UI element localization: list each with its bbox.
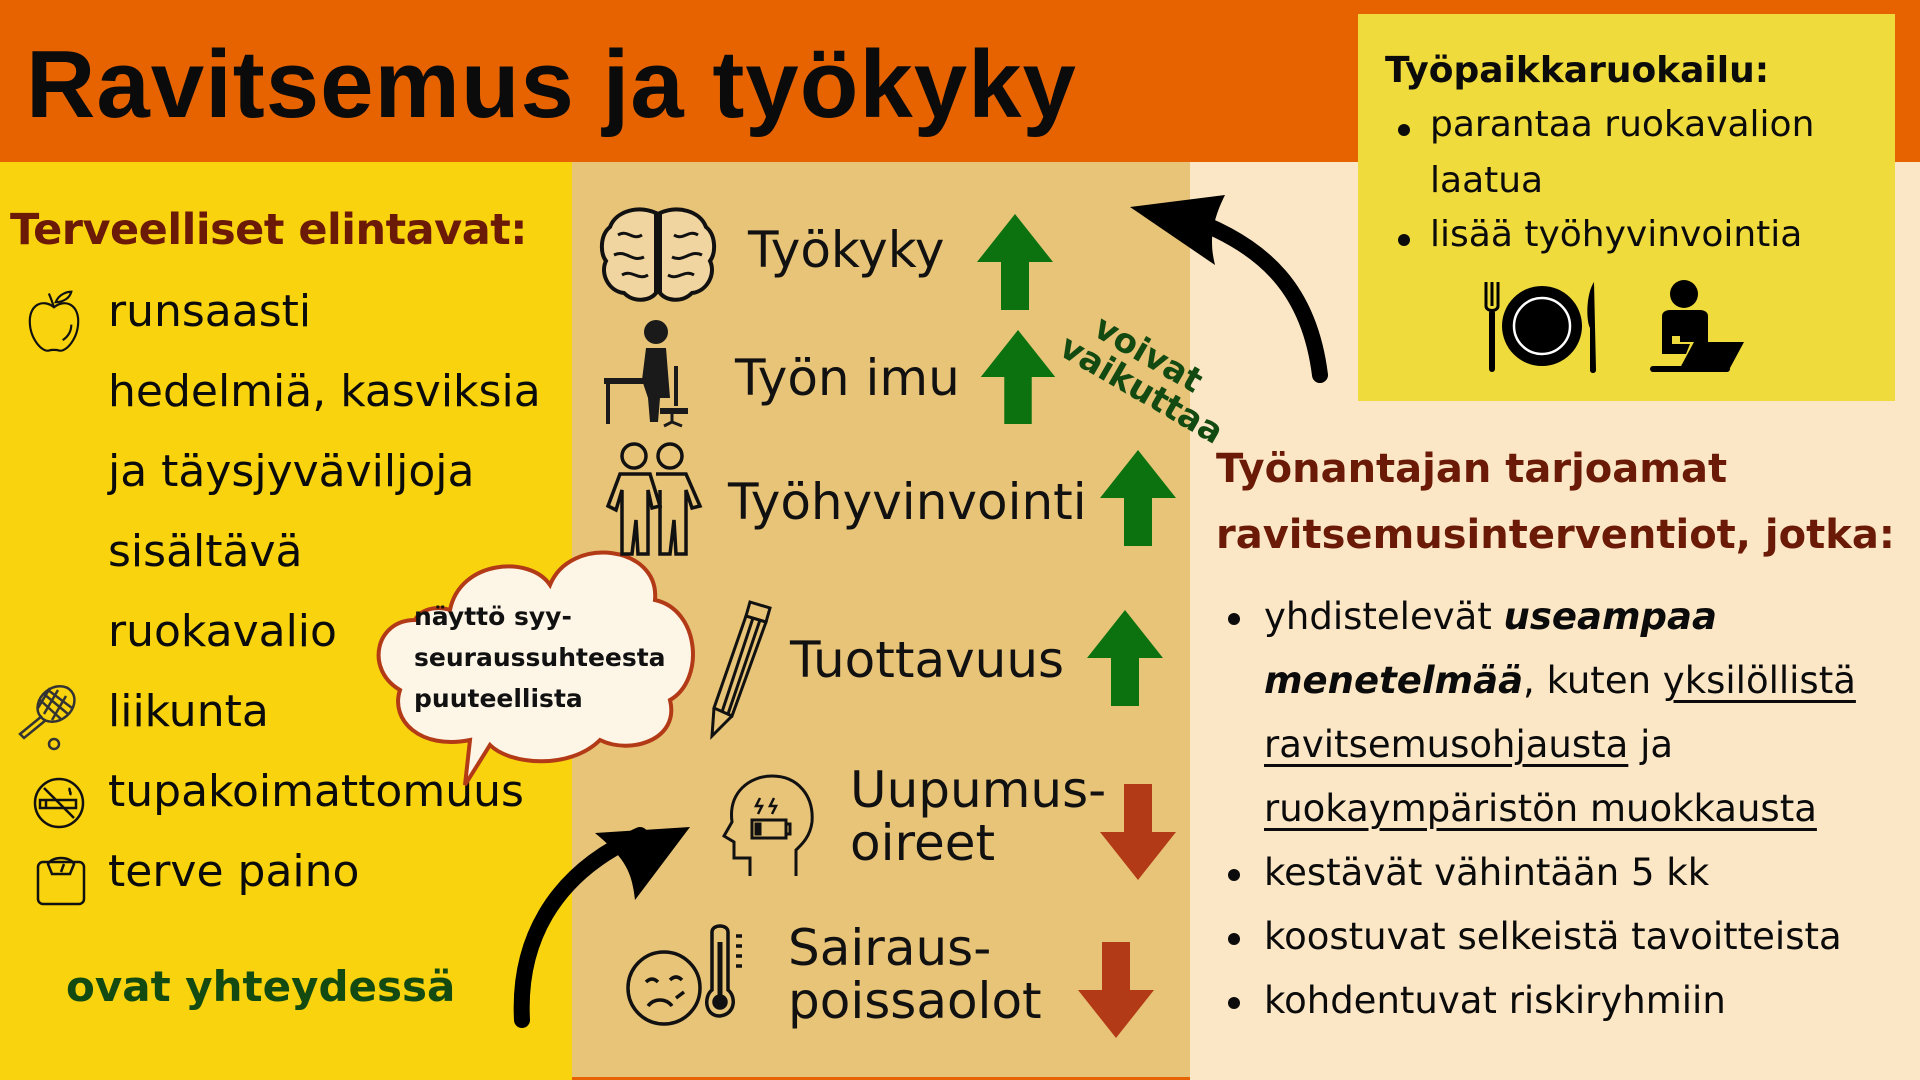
emphasis: menetelmää: [1264, 659, 1524, 702]
outcome-label-line: Uupumus-: [850, 761, 1107, 819]
outcome-label: Työhyvinvointi: [728, 473, 1087, 531]
box-item: parantaa ruokavalion: [1430, 104, 1815, 145]
underlined-text: ravitsemusohjausta: [1264, 723, 1629, 766]
intervention-item: koostuvat selkeistä tavoitteista: [1226, 905, 1906, 969]
arrow-up-icon: [1100, 450, 1176, 546]
page-title-overlay: Ravitsemus ja työkyky: [26, 31, 1077, 138]
outcome-label: Työn imu: [735, 349, 960, 407]
outcome-label-line: oireet: [850, 813, 996, 872]
person-at-desk-icon: [604, 320, 688, 428]
arrow-down-icon: [1100, 784, 1176, 880]
bullet: [1398, 124, 1410, 136]
box-item: laatua: [1430, 160, 1544, 201]
two-people-icon: [605, 442, 703, 556]
box-item: lisää työhyvinvointia: [1430, 214, 1803, 255]
curved-arrow-icon: [513, 827, 690, 1028]
scale-icon: [36, 856, 86, 906]
arrow-up-icon: [980, 329, 1056, 425]
text: , kuten: [1523, 659, 1663, 702]
sick-face-thermometer-icon: [626, 924, 742, 1026]
right-heading-line: ravitsemusinterventiot, jotka:: [1216, 512, 1895, 558]
outcome-label: Tuottavuus: [790, 631, 1065, 689]
outcome-label: Sairaus- poissaolot: [788, 922, 1042, 1027]
left-text-line: sisältävä: [108, 526, 303, 577]
outcome-label: Työkyky: [748, 221, 945, 279]
outcome-label-line: Sairaus-: [788, 919, 992, 977]
left-heading: Terveelliset elintavat:: [10, 205, 527, 255]
brain-icon: [599, 207, 717, 302]
cloud-line: puuteellista: [414, 684, 583, 713]
outcome-label: Uupumus- oireet: [850, 764, 1106, 869]
left-text-line: liikunta: [108, 686, 269, 737]
left-text-line: ja täysjyväviljoja: [108, 446, 475, 497]
intervention-item: yhdistelevät useampaa menetelmää, kuten …: [1226, 585, 1906, 841]
left-text-line: hedelmiä, kasviksia: [108, 366, 541, 417]
intervention-list: yhdistelevät useampaa menetelmää, kuten …: [1226, 585, 1906, 1033]
intervention-item: kohdentuvat riskiryhmiin: [1226, 969, 1906, 1033]
right-heading: Työnantajan tarjoamat ravitsemusinterven…: [1216, 436, 1895, 568]
pencil-icon: [710, 600, 772, 740]
intervention-item: kestävät vähintään 5 kk: [1226, 841, 1906, 905]
person-laptop-icon: [1650, 280, 1744, 372]
arrow-up-icon: [1087, 610, 1163, 706]
underlined-text: ruokaympäristön muokkausta: [1264, 787, 1817, 830]
left-text-line: ruokavalio: [108, 606, 337, 657]
speech-cloud: [376, 550, 695, 787]
exhausted-head-icon: [721, 774, 814, 876]
tennis-racket-icon: [18, 684, 76, 751]
left-text-line: terve paino: [108, 846, 360, 897]
emphasis: useampaa: [1503, 595, 1717, 638]
cloud-text: näyttö syy- seuraussuhteesta puuteellist…: [414, 596, 666, 719]
arrow-down-icon: [1078, 942, 1154, 1038]
cloud-line: seuraussuhteesta: [414, 643, 666, 672]
text: ja: [1628, 723, 1674, 766]
text: yhdistelevät: [1264, 595, 1504, 638]
right-heading-line: Työnantajan tarjoamat: [1216, 446, 1728, 492]
relationship-label: ovat yhteydessä: [66, 962, 456, 1011]
underlined-text: yksilöllistä: [1662, 659, 1856, 702]
no-smoking-icon: [33, 777, 85, 829]
box-title: Työpaikkaruokailu:: [1385, 50, 1770, 91]
left-text-line: runsaasti: [108, 286, 312, 337]
cloud-line: näyttö syy-: [414, 602, 572, 631]
workplace-catering-box: [1358, 14, 1895, 401]
left-text-line: tupakoimattomuus: [108, 766, 524, 817]
outcome-label-line: poissaolot: [788, 971, 1042, 1030]
curved-arrow-icon: [1130, 195, 1328, 383]
arrow-up-icon: [977, 214, 1053, 310]
bullet: [1398, 234, 1410, 246]
apple-icon: [28, 290, 80, 352]
plate-cutlery-icon: [1484, 282, 1596, 373]
